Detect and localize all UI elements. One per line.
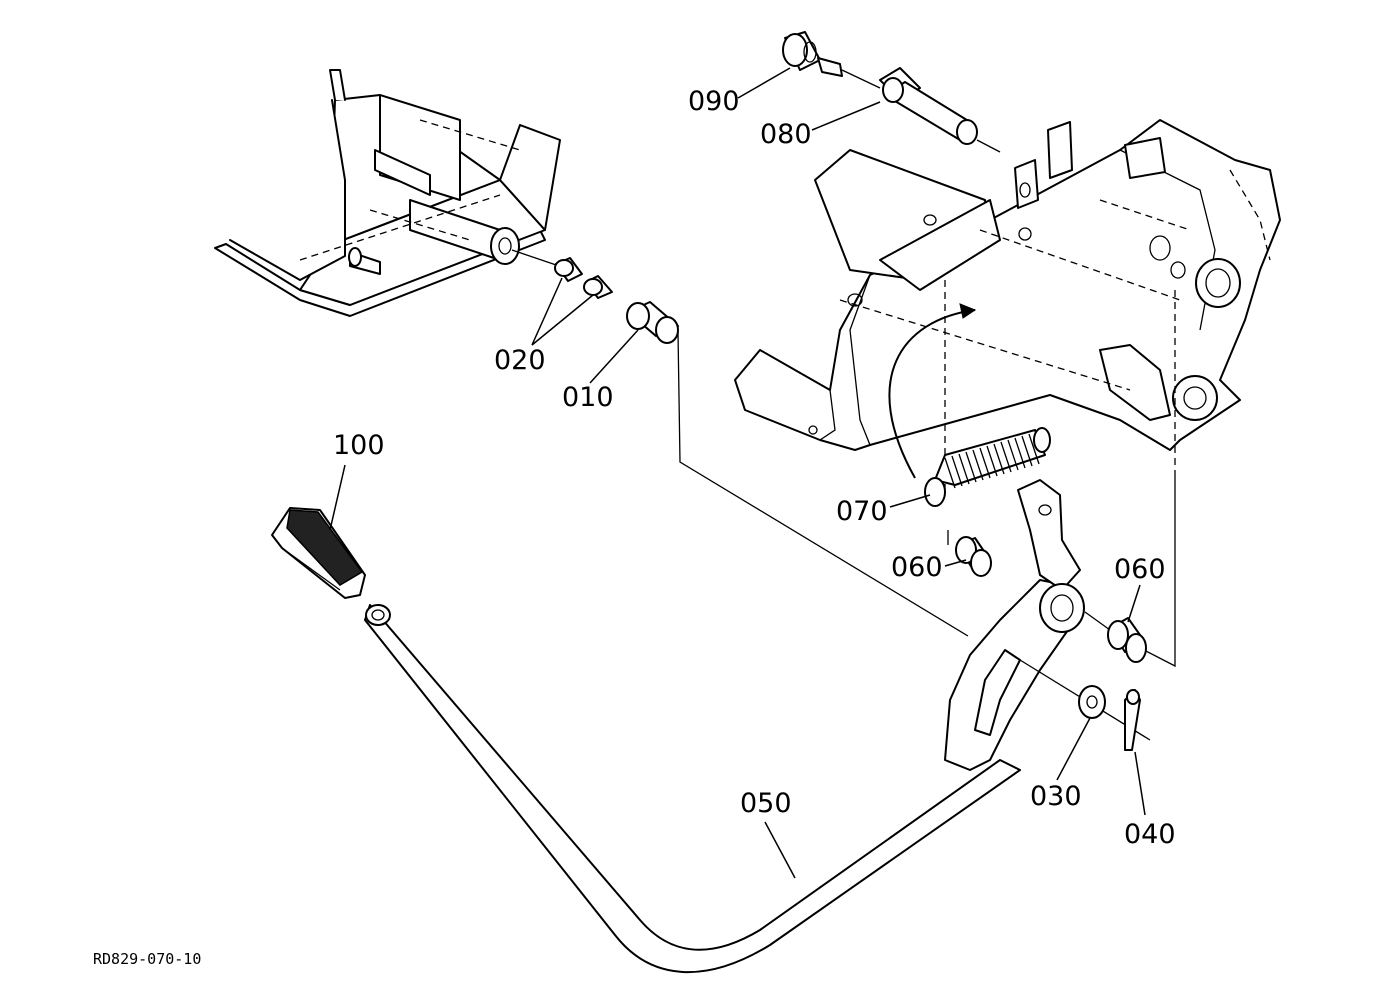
- pin-080-part: [879, 67, 978, 145]
- axis-line-090: [841, 69, 881, 89]
- upper-left-bracket: [214, 69, 561, 317]
- spring-070-part: [924, 427, 1051, 507]
- cotter-pin-040-part: [1124, 689, 1141, 751]
- callout-010: 010: [562, 382, 614, 413]
- spring-hook-arrow: [888, 309, 976, 479]
- axis-line-080: [976, 139, 1001, 153]
- axis-line-pedal-boss: [1084, 611, 1111, 631]
- callout-020: 020: [494, 345, 546, 376]
- bolt-090-part: [782, 31, 843, 77]
- pedal-pad-100-part: [271, 507, 366, 599]
- bushing-020-parts: [554, 257, 613, 299]
- callout-100: 100: [333, 430, 385, 461]
- pedal-arm-050-part: [364, 479, 1085, 974]
- bushing-060-left-part: [955, 536, 992, 577]
- callout-030: 030: [1030, 781, 1082, 812]
- leader-lines: [329, 67, 1146, 879]
- washer-030-part: [1078, 685, 1106, 719]
- callout-060-left: 060: [891, 552, 943, 583]
- callout-labels: 090 080 020 010 100 070 060 060 030 040 …: [333, 86, 1176, 850]
- callout-040: 040: [1124, 819, 1176, 850]
- callout-060-right: 060: [1114, 554, 1166, 585]
- axis-line-010-to-pedal: [677, 331, 969, 637]
- bushing-010-part: [626, 301, 679, 344]
- diagram-code: RD829-070-10: [93, 950, 201, 968]
- axis-line-060-right: [1139, 470, 1176, 668]
- bushing-060-right-part: [1107, 617, 1147, 663]
- callout-090: 090: [688, 86, 740, 117]
- upper-right-frame: [734, 119, 1281, 490]
- callout-080: 080: [760, 119, 812, 150]
- callout-050: 050: [740, 788, 792, 819]
- callout-070: 070: [836, 496, 888, 527]
